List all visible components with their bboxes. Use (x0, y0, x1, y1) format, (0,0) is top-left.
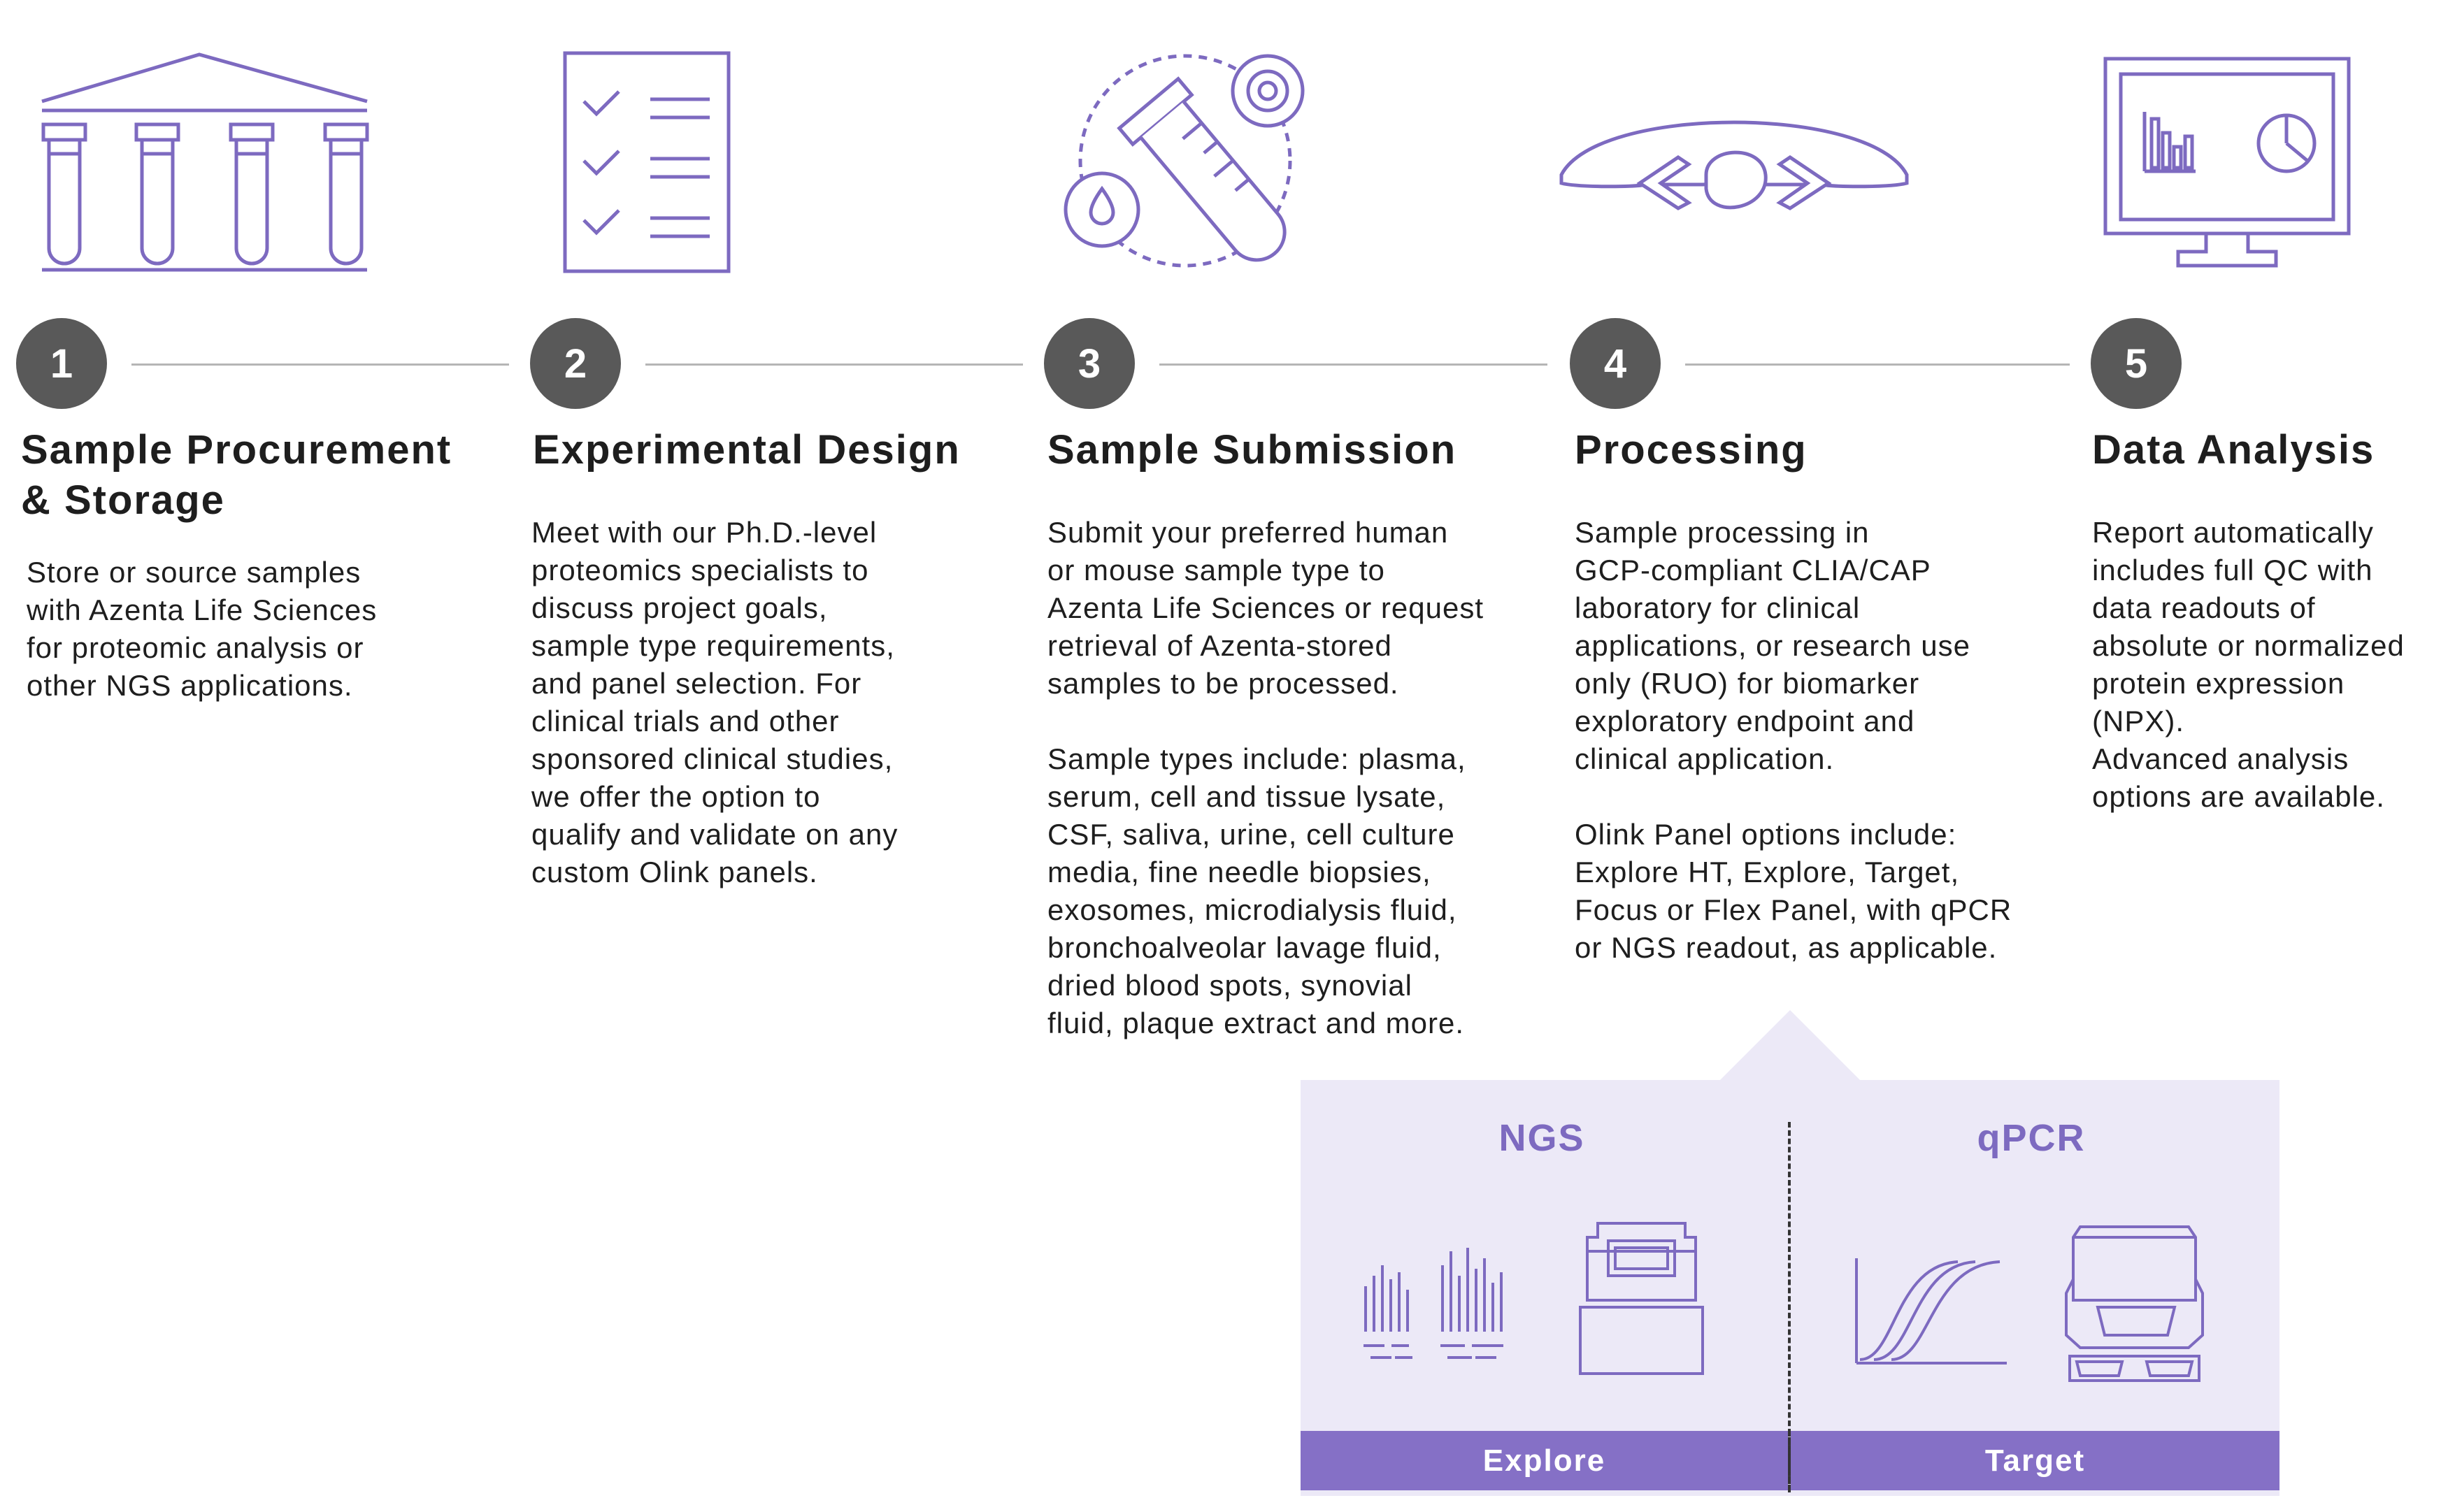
title-line: Experimental Design (533, 427, 961, 473)
title-line: Processing (1575, 427, 1808, 473)
description-paragraph: Store or source samples with Azenta Life … (27, 554, 418, 705)
step-1-number: 1 (16, 318, 107, 409)
description-line: or mouse sample type to (1047, 554, 1385, 586)
description-line: only (RUO) for biomarker (1575, 667, 1920, 700)
description-line: data readouts of (2092, 591, 2316, 624)
amplification-curve-icon (1853, 1255, 2010, 1367)
description-line: exploratory endpoint and (1575, 705, 1915, 737)
description-line: serum, cell and tissue lysate, (1047, 780, 1446, 813)
description-line: options are available. (2092, 780, 2385, 813)
step-5-number: 5 (2091, 318, 2182, 409)
description-line: and panel selection. For (531, 667, 862, 700)
description-line: media, fine needle biopsies, (1047, 856, 1431, 888)
step-2-title: Experimental Design (533, 425, 961, 475)
panel-divider (1788, 1122, 1791, 1492)
connector-2-3 (645, 363, 1023, 366)
description-line: Explore HT, Explore, Target, (1575, 856, 1960, 888)
description-paragraph: Sample processing in GCP-compliant CLIA/C… (1575, 514, 2064, 778)
ngs-heading: NGS (1498, 1117, 1585, 1159)
title-line: Data Analysis (2092, 427, 2375, 473)
step-5-description: Report automatically includes full QC wit… (2092, 514, 2442, 816)
description-line: or NGS readout, as applicable. (1575, 931, 1998, 964)
description-line: Azenta Life Sciences or request (1047, 591, 1484, 624)
description-line: Advanced analysis (2092, 742, 2349, 775)
description-line: custom Olink panels. (531, 856, 818, 888)
description-line: Focus or Flex Panel, with qPCR (1575, 893, 2012, 926)
description-line: qualify and validate on any (531, 818, 899, 851)
description-line: Sample processing in (1575, 516, 1870, 549)
description-line: bronchoalveolar lavage fluid, (1047, 931, 1442, 964)
antibody-binding-icon (1556, 98, 1912, 231)
title-line: Sample Procurement (21, 427, 452, 473)
qpcr-heading: qPCR (1977, 1117, 2086, 1159)
description-line: clinical trials and other (531, 705, 840, 737)
description-line: for proteomic analysis or (27, 631, 364, 664)
description-line: other NGS applications. (27, 669, 353, 702)
monitor-charts-icon (2101, 56, 2353, 273)
description-line: includes full QC with (2092, 554, 2373, 586)
description-paragraph: Submit your preferred human or mouse samp… (1047, 514, 1558, 703)
description-line: Store or source samples (27, 556, 362, 589)
step-1-title: Sample Procurement & Storage (21, 425, 452, 526)
step-3-description: Submit your preferred human or mouse samp… (1047, 514, 1558, 1042)
checklist-icon (559, 49, 734, 276)
description-line: applications, or research use (1575, 629, 1970, 662)
target-bar: Target (1791, 1431, 2279, 1490)
step-1-description: Store or source samples with Azenta Life … (27, 554, 418, 705)
description-paragraph: Report automatically includes full QC wit… (2092, 514, 2442, 816)
description-line: proteomics specialists to (531, 554, 869, 586)
description-line: CSF, saliva, urine, cell culture (1047, 818, 1455, 851)
panel-pointer (1720, 1010, 1860, 1080)
description-line: absolute or normalized (2092, 629, 2405, 662)
description-line: clinical application. (1575, 742, 1835, 775)
sample-tube-icon (1056, 42, 1322, 287)
test-tubes-rack-icon (28, 49, 378, 280)
bar-divider (1788, 1431, 1791, 1490)
description-line: sponsored clinical studies, (531, 742, 894, 775)
description-line: Meet with our Ph.D.-level (531, 516, 878, 549)
description-line: sample type requirements, (531, 629, 895, 662)
description-line: protein expression (NPX). (2092, 667, 2345, 737)
explore-bar: Explore (1301, 1431, 1788, 1490)
description-line: Submit your preferred human (1047, 516, 1449, 549)
qpcr-instrument-icon (2063, 1223, 2206, 1388)
step-4-title: Processing (1575, 425, 1808, 475)
step-2-description: Meet with our Ph.D.-level proteomics spec… (531, 514, 1007, 891)
description-line: samples to be processed. (1047, 667, 1399, 700)
sequencer-instrument-icon (1577, 1220, 1706, 1381)
description-line: fluid, plaque extract and more. (1047, 1007, 1464, 1039)
connector-3-4 (1159, 363, 1547, 366)
description-line: retrieval of Azenta-stored (1047, 629, 1392, 662)
description-paragraph: Sample types include: plasma, serum, cell… (1047, 740, 1558, 1042)
step-3-number: 3 (1044, 318, 1135, 409)
description-line: Olink Panel options include: (1575, 818, 1957, 851)
description-line: we offer the option to (531, 780, 821, 813)
description-line: discuss project goals, (531, 591, 828, 624)
description-line: laboratory for clinical (1575, 591, 1861, 624)
connector-1-2 (131, 363, 509, 366)
step-4-number: 4 (1570, 318, 1661, 409)
title-line: Sample Submission (1047, 427, 1457, 473)
description-line: GCP-compliant CLIA/CAP (1575, 554, 1931, 586)
connector-4-5 (1685, 363, 2070, 366)
sequencing-signal-icon (1360, 1244, 1517, 1367)
description-paragraph: Meet with our Ph.D.-level proteomics spec… (531, 514, 1007, 891)
step-4-description: Sample processing in GCP-compliant CLIA/C… (1575, 514, 2064, 967)
description-line: Report automatically (2092, 516, 2374, 549)
description-line: exosomes, microdialysis fluid, (1047, 893, 1457, 926)
description-line: dried blood spots, synovial (1047, 969, 1412, 1002)
step-3-title: Sample Submission (1047, 425, 1456, 475)
step-5-title: Data Analysis (2092, 425, 2375, 475)
description-line: Sample types include: plasma, (1047, 742, 1466, 775)
description-line: with Azenta Life Sciences (27, 593, 378, 626)
description-paragraph: Olink Panel options include: Explore HT, … (1575, 816, 2064, 967)
title-line: & Storage (21, 477, 225, 523)
step-2-number: 2 (530, 318, 621, 409)
